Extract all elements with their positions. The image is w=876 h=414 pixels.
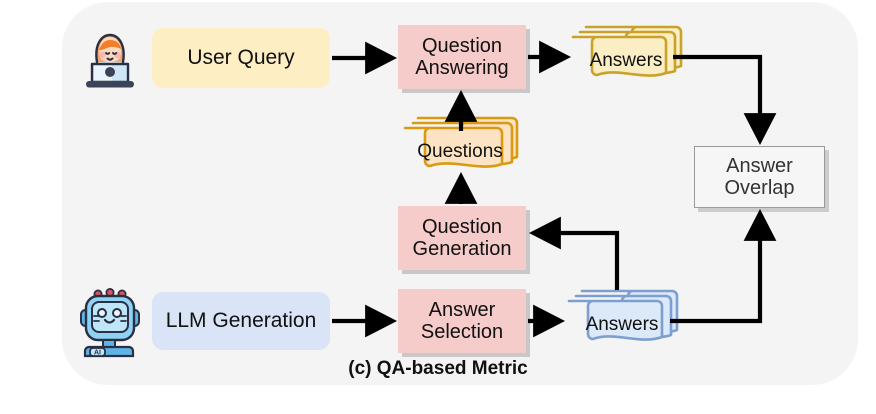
node-user-query-label: User Query — [187, 46, 295, 70]
node-question-answering-line2: Answering — [415, 57, 509, 79]
stack-answers-top[interactable]: Answers — [566, 24, 686, 86]
ai-robot-icon: AI — [80, 288, 140, 358]
user-laptop-icon — [86, 33, 134, 88]
stack-questions[interactable]: Questions — [396, 114, 524, 176]
node-answer-overlap-line2: Overlap — [724, 177, 795, 199]
node-question-answering[interactable]: Question Answering — [398, 25, 526, 89]
stack-answers-bottom[interactable]: Answers — [562, 288, 682, 350]
node-question-generation-line2: Generation — [412, 238, 512, 260]
node-question-generation[interactable]: Question Generation — [398, 206, 526, 270]
node-llm-generation-label: LLM Generation — [165, 309, 317, 333]
node-question-answering-line1: Question — [421, 34, 503, 57]
node-llm-generation[interactable]: LLM Generation — [152, 292, 330, 350]
node-answer-overlap[interactable]: Answer Overlap — [694, 146, 825, 208]
figure-caption: (c) QA-based Metric — [348, 358, 528, 379]
node-answer-selection-line1: Answer — [428, 298, 496, 321]
node-answer-selection[interactable]: Answer Selection — [398, 289, 526, 353]
node-question-generation-line1: Question — [421, 215, 503, 238]
node-answer-selection-line2: Selection — [420, 321, 504, 343]
robot-ai-badge: AI — [94, 350, 101, 357]
node-answer-overlap-line1: Answer — [726, 154, 793, 177]
node-user-query[interactable]: User Query — [152, 28, 330, 88]
